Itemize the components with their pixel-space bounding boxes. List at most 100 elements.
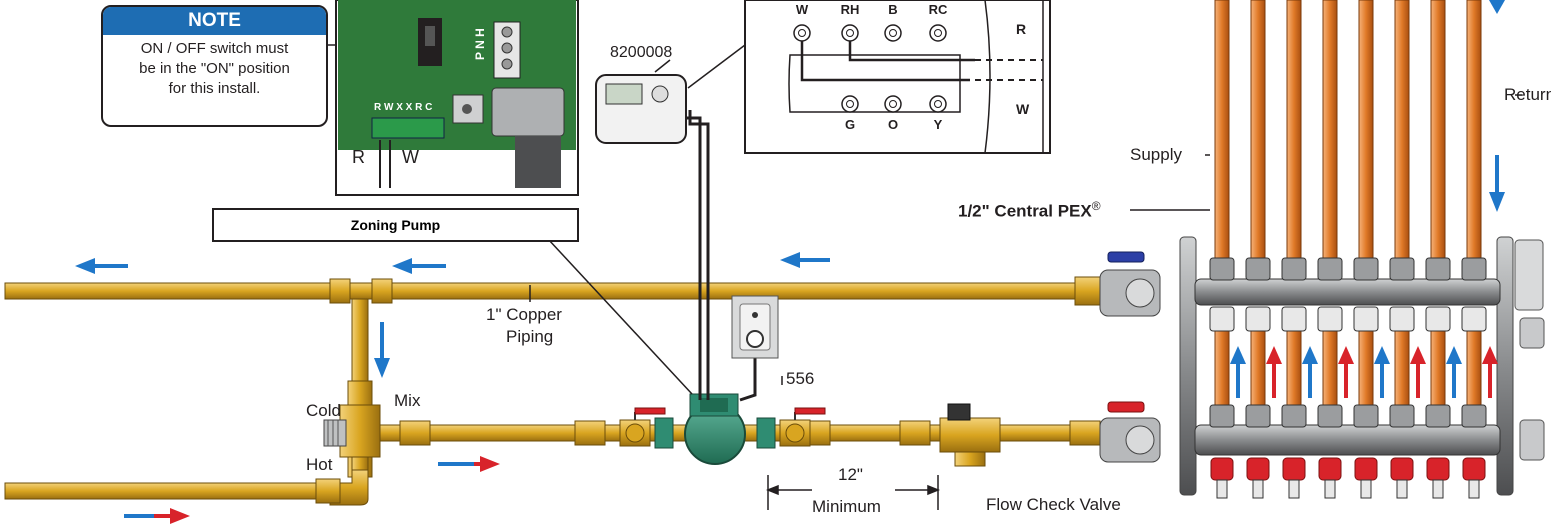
flow-arrow-up-shaft bbox=[1380, 362, 1384, 398]
wiring-terminal-panel bbox=[744, 0, 1051, 154]
arrow-red-right-2 bbox=[154, 508, 190, 524]
pex-supply-tube bbox=[1358, 329, 1374, 411]
mix-label: Mix bbox=[394, 391, 421, 410]
terminal-screw-top-2-center bbox=[846, 29, 854, 37]
terminal-screw-bottom-2 bbox=[884, 95, 902, 113]
compression-fitting bbox=[1281, 404, 1307, 428]
flow-meter-cap bbox=[1426, 457, 1450, 481]
pex-return-tube bbox=[1286, 0, 1302, 263]
pex-return-tube bbox=[1466, 0, 1482, 263]
panel-r-label: R bbox=[1016, 21, 1027, 37]
flow-arrow-up-head bbox=[1374, 346, 1390, 364]
flow-arrow-up-head bbox=[1266, 346, 1282, 364]
terminal-label-bottom: O bbox=[887, 117, 899, 132]
copper-piping-line-2: Piping bbox=[506, 327, 554, 346]
note-callout: NOTE ON / OFF switch must be in the "ON"… bbox=[101, 5, 328, 127]
compression-fitting bbox=[1281, 257, 1307, 281]
flow-arrow-up-head bbox=[1230, 346, 1246, 364]
balancing-valve bbox=[1461, 306, 1487, 332]
flow-check-valve-label: Flow Check Valve bbox=[986, 495, 1121, 514]
terminal-screw-bottom-2-center bbox=[889, 100, 897, 108]
note-body: ON / OFF switch must be in the "ON" posi… bbox=[103, 35, 326, 99]
arrow-blue-right-2 bbox=[124, 514, 154, 518]
pex-loop bbox=[1353, 0, 1390, 499]
flow-meter-stem bbox=[1252, 479, 1264, 499]
balancing-valve bbox=[1353, 306, 1379, 332]
pex-return-tube bbox=[1394, 0, 1410, 263]
flow-arrow-up-shaft bbox=[1416, 362, 1420, 398]
pex-loop bbox=[1209, 0, 1246, 499]
twelve-inch-label: 12" bbox=[838, 465, 863, 484]
flow-meter-cap bbox=[1354, 457, 1378, 481]
pex-supply-tube bbox=[1394, 329, 1410, 411]
compression-fitting bbox=[1353, 257, 1379, 281]
compression-fitting bbox=[1245, 404, 1271, 428]
balancing-valve bbox=[1245, 306, 1271, 332]
arrow-blue-down-3 bbox=[1489, 0, 1505, 14]
arrow-blue-left-3 bbox=[780, 252, 830, 268]
registered-mark: ® bbox=[1091, 199, 1101, 213]
supply-label: Supply bbox=[1130, 145, 1182, 164]
board-r-label: R bbox=[352, 147, 365, 167]
flow-arrow-up-head bbox=[1446, 346, 1462, 364]
terminal-label-top: RH bbox=[840, 2, 860, 17]
balancing-valve bbox=[1425, 306, 1451, 332]
electrical-outlet bbox=[731, 295, 779, 359]
terminal-screw-top-4 bbox=[929, 24, 947, 42]
compression-fitting bbox=[1209, 257, 1235, 281]
manifold bbox=[1099, 0, 1545, 499]
copper-piping-line-1: 1" Copper bbox=[486, 305, 562, 324]
mixing-valve bbox=[323, 404, 381, 458]
terminal-screw-bottom-3 bbox=[929, 95, 947, 113]
compression-fitting bbox=[1245, 257, 1271, 281]
balancing-valve bbox=[1281, 306, 1307, 332]
flow-meter-cap bbox=[1282, 457, 1306, 481]
cold-label: Cold bbox=[306, 401, 341, 420]
flow-meter-cap bbox=[1246, 457, 1270, 481]
arrow-red-right-1 bbox=[474, 456, 500, 472]
compression-fitting bbox=[1317, 404, 1343, 428]
flow-arrow-up-head bbox=[1302, 346, 1318, 364]
pex-loop bbox=[1389, 0, 1426, 499]
pex-loop bbox=[1425, 0, 1462, 499]
flow-arrow-up-shaft bbox=[1308, 362, 1312, 398]
thermostat-part-number: 8200008 bbox=[610, 44, 673, 61]
flow-meter-stem bbox=[1216, 479, 1228, 499]
flow-meter-stem bbox=[1360, 479, 1372, 499]
terminal-screw-bottom-3-center bbox=[934, 100, 942, 108]
flow-arrow-up-shaft bbox=[1488, 362, 1492, 398]
balancing-valve bbox=[1209, 306, 1235, 332]
ball-valve-right bbox=[779, 407, 826, 447]
pex-loop bbox=[1281, 0, 1318, 499]
terminal-screw-bottom-1 bbox=[841, 95, 859, 113]
pex-loop bbox=[1461, 0, 1498, 499]
flow-meter-stem bbox=[1432, 479, 1444, 499]
zoning-pump-label: Zoning Pump bbox=[212, 208, 579, 242]
terminal-screw-top-2 bbox=[841, 24, 859, 42]
pex-return-tube bbox=[1358, 0, 1374, 263]
terminal-screw-bottom-1-center bbox=[846, 100, 854, 108]
pex-loop bbox=[1317, 0, 1354, 499]
compression-fitting bbox=[1209, 404, 1235, 428]
pex-return-tube bbox=[1430, 0, 1446, 263]
pex-supply-tube bbox=[1250, 329, 1266, 411]
compression-fitting bbox=[1389, 404, 1415, 428]
compression-fitting bbox=[1425, 257, 1451, 281]
control-board-panel bbox=[335, 0, 579, 196]
pex-return-tube bbox=[1250, 0, 1266, 263]
flow-arrow-up-head bbox=[1410, 346, 1426, 364]
flow-arrow-up-shaft bbox=[1452, 362, 1456, 398]
terminal-screw-top-3 bbox=[884, 24, 902, 42]
return-pipe bbox=[4, 276, 1104, 306]
flow-arrow-up-head bbox=[1482, 346, 1498, 364]
pex-return-tube bbox=[1322, 0, 1338, 263]
note-line-1: ON / OFF switch must bbox=[140, 40, 289, 57]
compression-fitting bbox=[1425, 404, 1451, 428]
flow-meter-stem bbox=[1288, 479, 1300, 499]
flow-meter-cap bbox=[1390, 457, 1414, 481]
part-556-label: 556 bbox=[786, 369, 815, 388]
hot-label: Hot bbox=[306, 455, 333, 474]
flow-arrow-up-shaft bbox=[1344, 362, 1348, 398]
pex-supply-tube bbox=[1322, 329, 1338, 411]
